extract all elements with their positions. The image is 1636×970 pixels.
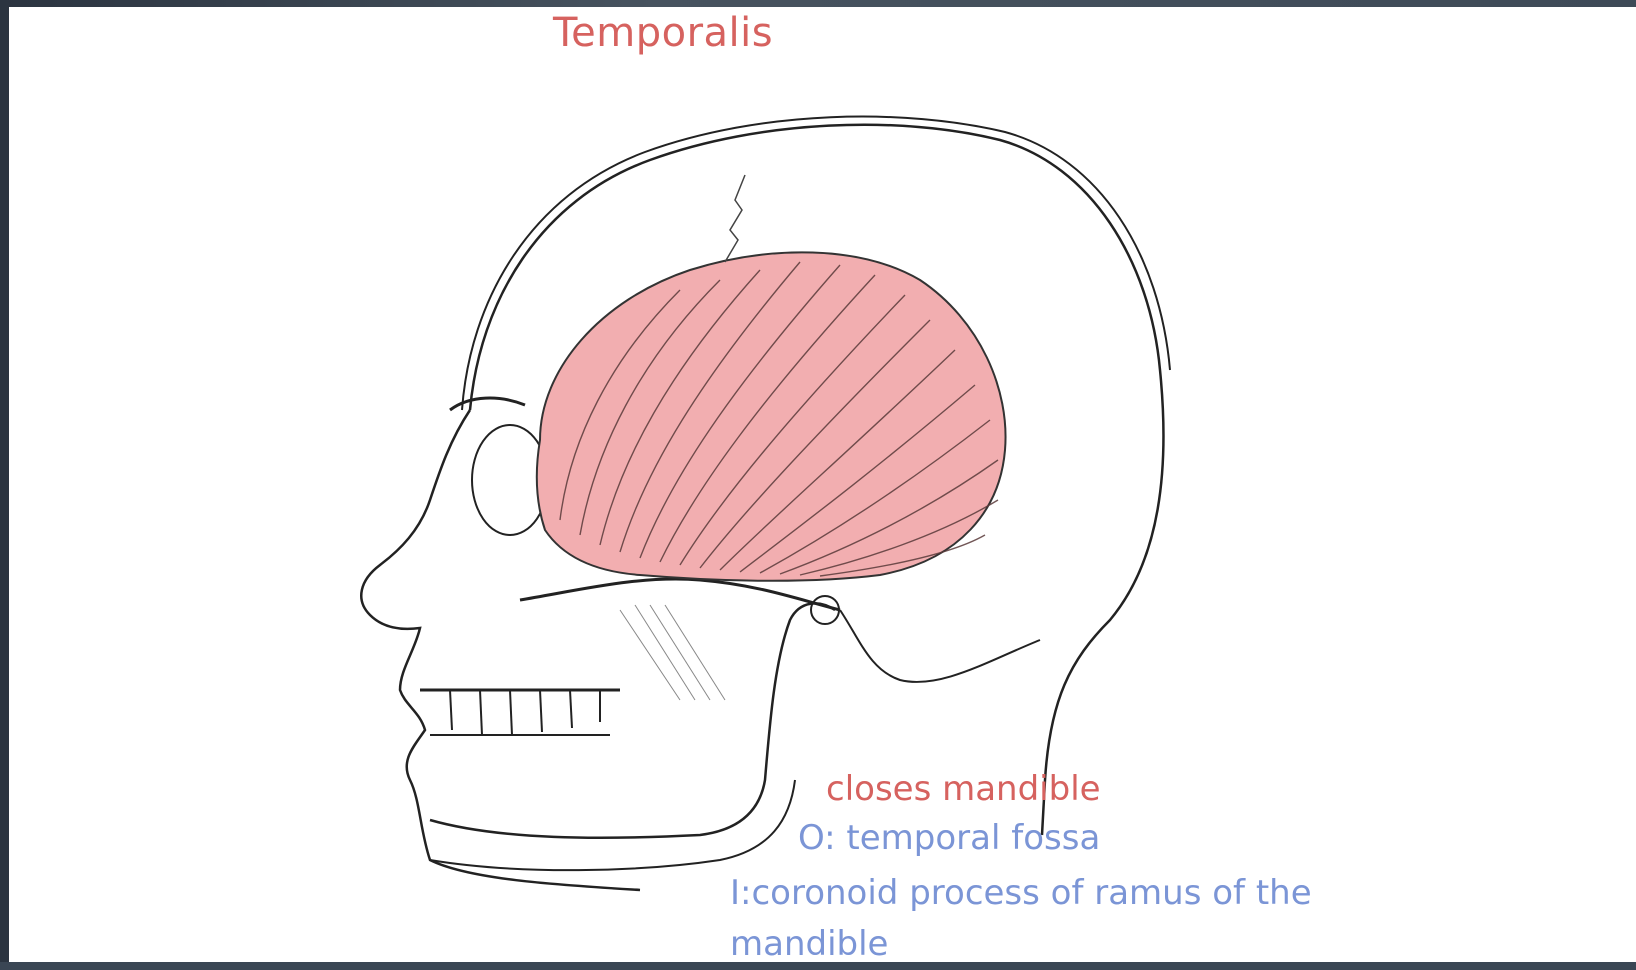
teeth xyxy=(430,690,610,735)
muscle-origin-label: O: temporal fossa xyxy=(798,818,1100,858)
mastoid-region xyxy=(840,610,1040,682)
slide-title: Temporalis xyxy=(553,10,773,56)
mandible xyxy=(430,603,835,837)
coronal-suture xyxy=(725,175,745,262)
ramus-shading xyxy=(620,605,725,700)
zygomatic-arch xyxy=(520,579,840,610)
muscle-action-label: closes mandible xyxy=(826,769,1101,809)
muscle-insertion-label: I:coronoid process of ramus of the mandi… xyxy=(730,868,1330,970)
